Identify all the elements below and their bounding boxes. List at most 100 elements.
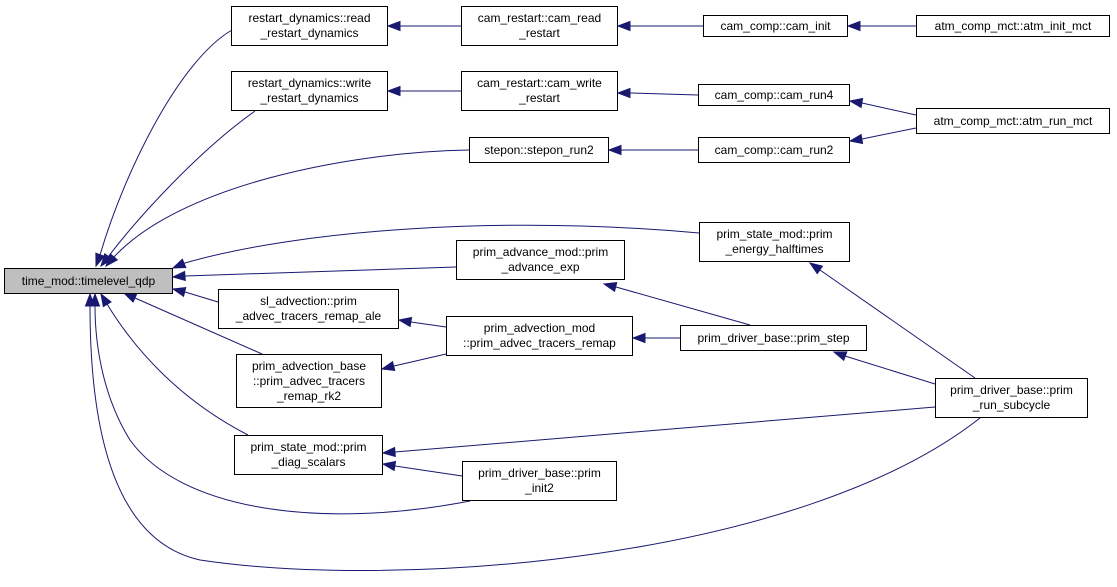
node-label-line: prim_advection_mod xyxy=(483,321,596,335)
node-prim-diag-scalars[interactable]: prim_state_mod::prim_diag_scalars xyxy=(234,435,383,475)
node-label-line: sl_advection::prim xyxy=(260,294,357,308)
node-sl-advection-remap-ale[interactable]: sl_advection::prim_advec_tracers_remap_a… xyxy=(218,289,399,329)
node-prim-advection-remap[interactable]: prim_advection_mod::prim_advec_tracers_r… xyxy=(446,316,633,356)
call-edge-prim_run_subcycle-to-prim_energy_halftimes xyxy=(808,262,976,379)
edge-arrowhead xyxy=(631,332,646,344)
edge-line xyxy=(861,127,917,140)
call-edge-atm_comp_mct_atm_run_mct-to-cam_comp_cam_run2 xyxy=(848,127,917,145)
edge-line xyxy=(99,29,233,256)
edge-line xyxy=(410,321,447,328)
node-restart-dynamics-write[interactable]: restart_dynamics::write_restart_dynamics xyxy=(231,71,388,111)
edge-line xyxy=(394,465,463,477)
call-edge-prim_driver_prim_step-to-prim_advance_exp xyxy=(602,281,751,326)
node-cam-restart-write[interactable]: cam_restart::cam_write_restart xyxy=(461,71,618,111)
node-label-line: _restart xyxy=(519,26,560,40)
call-edge-prim_diag_scalars-to-time_mod_timelevel_qdp xyxy=(100,292,249,436)
node-label-line: restart_dynamics::write xyxy=(247,76,372,90)
call-edge-prim_advection_base_rk2-to-time_mod_timelevel_qdp xyxy=(122,292,263,355)
call-edge-prim_energy_halftimes-to-time_mod_timelevel_qdp xyxy=(171,224,700,269)
node-label-line: _energy_halftimes xyxy=(725,242,824,256)
node-label-line: prim_driver_base::prim xyxy=(950,383,1073,397)
node-prim-init2[interactable]: prim_driver_base::prim_init2 xyxy=(462,461,617,501)
node-label-line: prim_advance_mod::prim xyxy=(472,245,609,259)
node-label-line: _restart xyxy=(519,91,560,105)
call-edge-prim_init2-to-prim_diag_scalars xyxy=(381,460,463,477)
node-label-line: prim_driver_base::prim_step xyxy=(697,330,850,345)
node-cam-comp-cam-init[interactable]: cam_comp::cam_init xyxy=(703,15,848,37)
node-restart-dynamics-read[interactable]: restart_dynamics::read_restart_dynamics xyxy=(231,6,388,46)
node-time-mod-timelevel-qdp[interactable]: time_mod::timelevel_qdp xyxy=(4,268,173,294)
call-edge-restart_dynamics_read-to-time_mod_timelevel_qdp xyxy=(95,29,233,268)
call-edge-prim_advection_remap-to-prim_advection_base_rk2 xyxy=(380,353,447,372)
edge-line xyxy=(615,286,751,326)
node-label-line: cam_comp::cam_run2 xyxy=(714,142,834,157)
node-label-line: _init2 xyxy=(525,481,554,495)
node-label-line: atm_comp_mct::atm_init_mct xyxy=(934,18,1092,33)
node-prim-run-subcycle[interactable]: prim_driver_base::prim_run_subcycle xyxy=(935,378,1088,418)
node-label-line: atm_comp_mct::atm_run_mct xyxy=(933,113,1093,128)
node-label-line: _run_subcycle xyxy=(972,398,1051,412)
node-label-line: cam_comp::cam_run4 xyxy=(714,87,834,102)
edge-arrowhead xyxy=(607,144,622,156)
node-label-line: stepon::stepon_run2 xyxy=(484,142,594,157)
node-label-line: prim_state_mod::prim xyxy=(250,440,367,454)
call-edge-prim_run_subcycle-to-prim_diag_scalars xyxy=(381,406,936,458)
edge-line xyxy=(89,305,981,572)
node-label-line: time_mod::timelevel_qdp xyxy=(21,273,156,288)
edge-arrowhead xyxy=(95,252,106,268)
edge-arrowhead xyxy=(848,133,864,145)
node-label-line: ::prim_advec_tracers_remap xyxy=(463,336,616,350)
call-edge-prim_advection_remap-to-sl_advection_remap_ale xyxy=(397,316,447,328)
edge-arrowhead xyxy=(171,258,187,269)
node-label-line: _advec_tracers_remap_ale xyxy=(235,309,382,323)
node-cam-restart-read[interactable]: cam_restart::cam_read_restart xyxy=(461,6,618,46)
edge-line-end xyxy=(112,256,115,259)
node-cam-comp-cam-run4[interactable]: cam_comp::cam_run4 xyxy=(698,84,850,106)
edge-arrowhead xyxy=(846,20,861,32)
call-edge-cam_restart_write-to-restart_dynamics_write xyxy=(386,85,461,97)
edge-arrowhead xyxy=(381,446,396,458)
edge-line xyxy=(184,291,219,303)
node-stepon-run2[interactable]: stepon::stepon_run2 xyxy=(469,137,609,163)
call-edge-atm_comp_mct_atm_init_mct-to-cam_comp_cam_init xyxy=(846,20,916,32)
edge-arrowhead xyxy=(616,20,631,32)
edge-line xyxy=(106,303,249,436)
edge-arrowhead xyxy=(616,87,631,99)
node-label-line: _remap_rk2 xyxy=(276,388,342,403)
edge-arrowhead xyxy=(848,97,864,109)
node-prim-driver-prim-step[interactable]: prim_driver_base::prim_step xyxy=(680,325,867,351)
edge-line xyxy=(861,102,917,116)
call-edge-cam_comp_cam_init-to-cam_restart_read xyxy=(616,20,703,32)
node-label-line: prim_advection_base xyxy=(251,358,367,373)
call-edge-prim_advance_exp-to-time_mod_timelevel_qdp xyxy=(171,266,457,282)
node-atm-comp-mct-atm-run-mct[interactable]: atm_comp_mct::atm_run_mct xyxy=(916,108,1110,134)
edge-arrowhead xyxy=(602,281,618,293)
node-label-line: _restart_dynamics xyxy=(260,91,359,105)
edge-line xyxy=(134,297,263,355)
edge-arrowhead xyxy=(380,360,396,372)
edge-line xyxy=(112,149,470,259)
node-label-line: cam_restart::cam_read xyxy=(477,11,602,25)
edge-line xyxy=(184,224,700,264)
edge-arrowhead xyxy=(171,286,187,298)
edge-arrowhead xyxy=(386,85,401,97)
node-atm-comp-mct-atm-init-mct[interactable]: atm_comp_mct::atm_init_mct xyxy=(916,15,1110,37)
edge-line xyxy=(819,269,976,379)
call-edge-stepon_run2-to-time_mod_timelevel_qdp xyxy=(105,149,470,268)
node-prim-advance-exp[interactable]: prim_advance_mod::prim_advance_exp xyxy=(456,240,625,280)
call-edge-sl_advection_remap_ale-to-time_mod_timelevel_qdp xyxy=(171,286,219,303)
node-prim-energy-halftimes[interactable]: prim_state_mod::prim_energy_halftimes xyxy=(699,222,850,262)
call-edge-cam_comp_cam_run2-to-stepon_run2 xyxy=(607,144,698,156)
call-edge-cam_comp_cam_run4-to-cam_restart_write xyxy=(616,87,699,99)
edge-arrowhead xyxy=(808,262,824,275)
edge-line xyxy=(107,110,256,258)
call-edge-prim_driver_prim_step-to-prim_advection_remap xyxy=(631,332,680,344)
node-cam-comp-cam-run2[interactable]: cam_comp::cam_run2 xyxy=(698,137,850,163)
node-label-line: prim_driver_base::prim xyxy=(478,466,601,480)
edge-arrowhead xyxy=(397,316,413,328)
node-prim-advection-base-rk2[interactable]: prim_advection_base::prim_advec_tracers_… xyxy=(236,354,382,408)
call-edge-atm_comp_mct_atm_run_mct-to-cam_comp_cam_run4 xyxy=(848,97,917,116)
edge-arrowhead xyxy=(832,351,848,362)
call-edge-cam_restart_read-to-restart_dynamics_read xyxy=(386,20,461,32)
node-label-line: cam_comp::cam_init xyxy=(720,18,831,33)
